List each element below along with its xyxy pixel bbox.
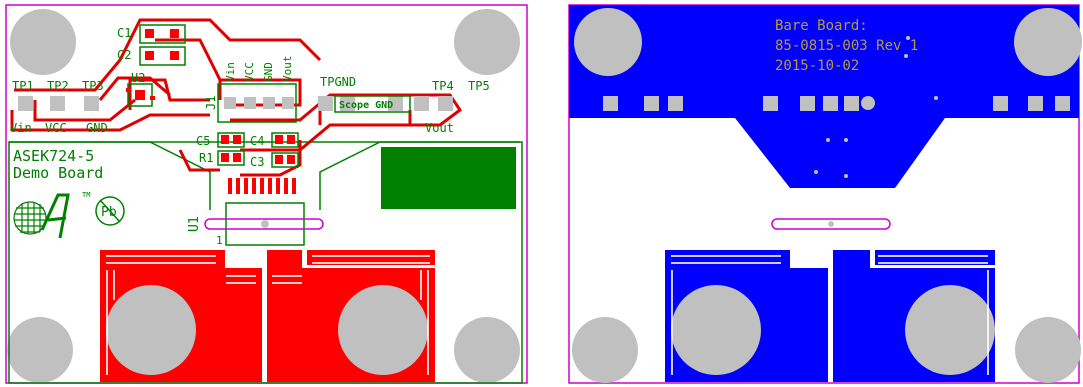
label-vin: Vin (10, 121, 32, 135)
label-tp4: TP4 (432, 79, 454, 93)
bottom-pads (603, 96, 1070, 111)
c3-pad-b (287, 155, 295, 164)
label-vcc: VCC (45, 121, 67, 135)
label-pin-vcc: VCC (243, 62, 256, 82)
bare-board-line2: 85-0815-003 Rev 1 (775, 38, 918, 54)
c1-outline (139, 24, 186, 44)
mounting-hole-tr (454, 9, 520, 75)
allegro-logo-icon (13, 193, 70, 239)
j1-outline (217, 83, 297, 123)
u2-outline (127, 83, 153, 107)
r1-pad-b (233, 153, 241, 162)
label-c5: C5 (196, 134, 210, 148)
bare-board-line3: 2015-10-02 (775, 58, 859, 74)
u2-pad-r (150, 96, 155, 100)
label-pin-vout: Vout (281, 56, 294, 83)
c4-outline (271, 132, 299, 148)
label-tp1: TP1 (12, 79, 34, 93)
bare-board-line1: Bare Board: (775, 18, 868, 34)
label-pin1: 1 (216, 234, 223, 247)
bottom-via-dots (671, 255, 989, 375)
bottom-vias (814, 36, 938, 178)
c2-pad-b (170, 51, 179, 60)
j1-pins (224, 97, 294, 109)
label-tm: TM (82, 191, 90, 199)
label-vout: Vout (425, 121, 454, 135)
c5-pad-a (221, 135, 229, 144)
via-dots-right (272, 255, 430, 375)
c3-outline (271, 152, 299, 168)
mounting-hole-bbl (572, 317, 638, 383)
bottom-pad-hole-left (671, 285, 761, 375)
r1-outline (217, 150, 245, 166)
silk-frame-lower (8, 141, 523, 384)
pb-strike (99, 199, 121, 223)
u2-pad (135, 90, 145, 100)
label-pin-gnd: GND (262, 62, 275, 82)
silk-frame-notch (9, 141, 520, 210)
label-pb: Pb (101, 205, 117, 220)
bottom-pad-hole-right (905, 285, 995, 375)
label-tp2: TP2 (47, 79, 69, 93)
label-u1: U1 (187, 216, 202, 232)
label-tp5: TP5 (468, 79, 490, 93)
u1-outline (225, 202, 305, 246)
copper-pad-right-top (307, 250, 435, 265)
c5-pad-b (233, 135, 241, 144)
mounting-hole-bbr (1015, 317, 1081, 383)
label-c2: C2 (117, 48, 131, 62)
mounting-hole-tl (10, 9, 76, 75)
u1-slot (204, 218, 324, 230)
label-c3: C3 (250, 155, 264, 169)
bottom-slot-hole (828, 221, 834, 227)
c5-outline (217, 132, 245, 148)
bottom-view: Bare Board: 85-0815-003 Rev 1 2015-10-02 (568, 4, 1082, 384)
pb-free-icon (95, 196, 125, 226)
top-traces (10, 18, 463, 177)
label-c4: C4 (250, 134, 264, 148)
c4-pad-b (287, 135, 295, 144)
c2-outline (139, 46, 186, 66)
label-scope-gnd: Scope GND (339, 100, 393, 111)
u1-pins (228, 178, 296, 194)
testpoint-pads (18, 96, 453, 111)
bottom-pad-right-top (875, 250, 995, 265)
scope-gnd-box (334, 95, 411, 113)
c1-pad-b (170, 29, 179, 38)
c2-pad-a (145, 51, 154, 60)
label-pin-vin: Vin (224, 62, 237, 82)
label-tp3: TP3 (82, 79, 104, 93)
pad-hole-left (106, 285, 196, 375)
pad-hole-right (338, 285, 428, 375)
mounting-hole-btl (574, 8, 642, 76)
u1-center-hole (261, 220, 269, 228)
mounting-hole-br (454, 317, 520, 383)
label-j1: J1 (204, 96, 218, 110)
u2-pad-l (126, 88, 131, 92)
board-name: ASEK724-5 (13, 147, 94, 165)
board-sub: Demo Board (13, 164, 103, 182)
c3-pad-a (275, 155, 283, 164)
label-c1: C1 (117, 26, 131, 40)
mounting-hole-bl (7, 317, 73, 383)
mounting-hole-btr (1014, 8, 1082, 76)
label-gnd: GND (86, 121, 108, 135)
bottom-slot (771, 218, 891, 230)
label-r1: R1 (199, 151, 213, 165)
r1-pad-a (221, 153, 229, 162)
silk-logo-block (381, 147, 516, 209)
c1-pad-a (145, 29, 154, 38)
c4-pad-a (275, 135, 283, 144)
via-dots-left (106, 255, 256, 375)
label-u2: U2 (131, 71, 145, 85)
top-view: C1 C2 U2 TP1 TP2 TP3 TPGND TP4 TP5 (5, 4, 528, 384)
label-tpgnd: TPGND (320, 75, 356, 89)
